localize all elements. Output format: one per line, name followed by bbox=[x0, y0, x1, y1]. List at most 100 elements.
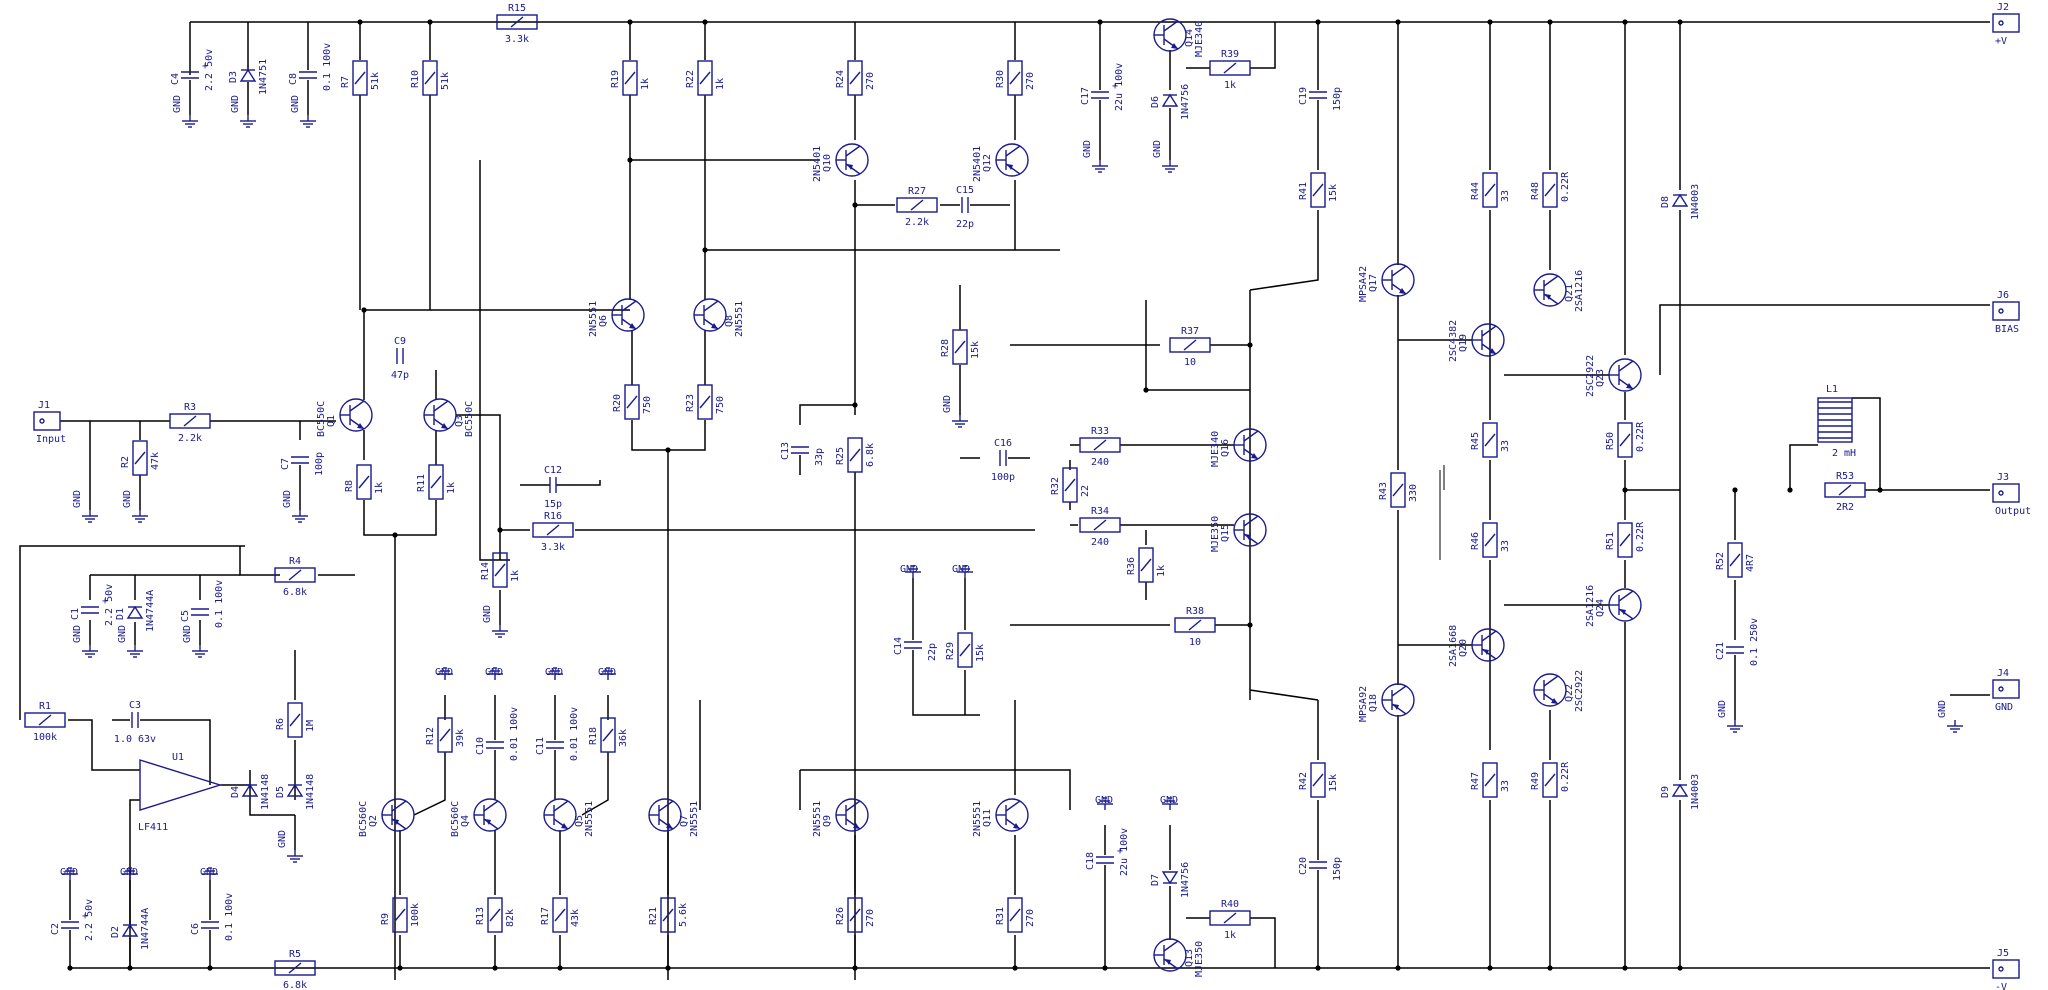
resistor-value: 3.3k bbox=[505, 34, 529, 45]
resistor-value: 1k bbox=[1156, 565, 1167, 577]
transistor-value: BC550C bbox=[316, 401, 327, 437]
transistor-ref: Q18 bbox=[1368, 694, 1379, 712]
resistor-ref: R44 bbox=[1470, 182, 1481, 200]
capacitor-ref: C5 bbox=[180, 610, 191, 622]
resistor-r5: R56.8k bbox=[274, 949, 316, 990]
resistor-r41: R41 15k bbox=[1298, 172, 1339, 208]
resistor-ref: R7 bbox=[340, 76, 351, 88]
capacitor-ref: C20 bbox=[1298, 857, 1309, 875]
resistor-ref: R51 bbox=[1605, 532, 1616, 550]
connector-j2: J2+V bbox=[1992, 2, 2020, 47]
transistor-value: 2SA1216 bbox=[1574, 270, 1585, 312]
resistor-value: 43k bbox=[570, 909, 581, 927]
capacitor-ref: C16 bbox=[994, 438, 1012, 449]
ground-symbol bbox=[1162, 797, 1178, 810]
transistor-ref: Q24 bbox=[1595, 599, 1606, 617]
resistor-ref: R47 bbox=[1470, 772, 1481, 790]
resistor-r7: R7 51k bbox=[340, 60, 381, 96]
resistor-value: 0.22R bbox=[1635, 421, 1646, 452]
transistor-ref: Q21 bbox=[1564, 284, 1575, 302]
resistor-ref: R28 bbox=[940, 339, 951, 357]
resistor-value: 51k bbox=[440, 72, 451, 90]
ground-label: GND bbox=[122, 490, 133, 508]
resistor-ref: R13 bbox=[475, 907, 486, 925]
transistor-value: 2N5551 bbox=[584, 801, 595, 837]
diode-value: 1N4756 bbox=[1180, 862, 1191, 898]
resistor-value: 270 bbox=[1025, 909, 1036, 927]
ground-symbol: GND bbox=[122, 490, 148, 523]
ground-label: GND bbox=[117, 625, 128, 643]
connector-label: +V bbox=[1995, 36, 2007, 47]
ground-label: GND bbox=[1152, 140, 1163, 158]
resistor-value: 33 bbox=[1500, 190, 1511, 202]
diode-value: 1N4744A bbox=[145, 590, 156, 632]
connector-ref: J3 bbox=[1997, 472, 2009, 483]
resistor-ref: R41 bbox=[1298, 182, 1309, 200]
ground-label: GND bbox=[1717, 700, 1728, 718]
capacitor-value: 1.0 63v bbox=[114, 734, 156, 745]
resistor-value: 240 bbox=[1091, 457, 1109, 468]
capacitor-ref: C7 bbox=[280, 458, 291, 470]
resistor-ref: R46 bbox=[1470, 532, 1481, 550]
resistor-value: 1k bbox=[1224, 80, 1236, 91]
resistor-value: 82k bbox=[505, 909, 516, 927]
diode-value: 1N4148 bbox=[305, 774, 316, 810]
resistor-ref: R23 bbox=[685, 394, 696, 412]
ground-symbol: GND bbox=[1152, 140, 1178, 173]
resistor-value: 6.8k bbox=[865, 443, 876, 467]
capacitor-value: 2.2 50v bbox=[104, 584, 115, 626]
resistor-value: 330 bbox=[1408, 484, 1419, 502]
transistor-ref: Q9 bbox=[822, 815, 833, 827]
resistor-value: 15k bbox=[975, 644, 986, 662]
resistor-value: 270 bbox=[1025, 72, 1036, 90]
resistor-ref: R11 bbox=[416, 474, 427, 492]
ground-label: GND bbox=[120, 867, 138, 878]
resistor-value: 1k bbox=[640, 78, 651, 90]
resistor-value: 2.2k bbox=[905, 217, 929, 228]
resistor-ref: R4 bbox=[289, 556, 301, 567]
ground-label: GND bbox=[485, 667, 503, 678]
ground-label: GND bbox=[60, 867, 78, 878]
ground-symbol bbox=[600, 667, 616, 680]
resistor-ref: R2 bbox=[120, 456, 131, 468]
resistor-value: 51k bbox=[370, 72, 381, 90]
cap-plus: + bbox=[1112, 81, 1118, 92]
ground-label: GND bbox=[290, 95, 301, 113]
resistor-ref: R53 bbox=[1836, 471, 1854, 482]
resistor-value: 6.8k bbox=[283, 980, 307, 990]
ground-symbol: GND bbox=[1937, 700, 1963, 733]
diode-value: 1N4003 bbox=[1690, 774, 1701, 810]
opamp-value: LF411 bbox=[138, 822, 168, 833]
transistor-value: MJE340 bbox=[1210, 431, 1221, 467]
ground-label: GND bbox=[200, 867, 218, 878]
resistor-value: 3.3k bbox=[541, 542, 565, 553]
capacitor-ref: C1 bbox=[70, 608, 81, 620]
resistor-value: 15k bbox=[1328, 184, 1339, 202]
diode-ref: D3 bbox=[228, 71, 239, 83]
transistor-value: 2SA1668 bbox=[1448, 625, 1459, 667]
inductor-ref: L1 bbox=[1826, 384, 1838, 395]
resistor-value: 240 bbox=[1091, 537, 1109, 548]
resistor-ref: R1 bbox=[39, 701, 51, 712]
ground-symbol bbox=[905, 565, 921, 578]
